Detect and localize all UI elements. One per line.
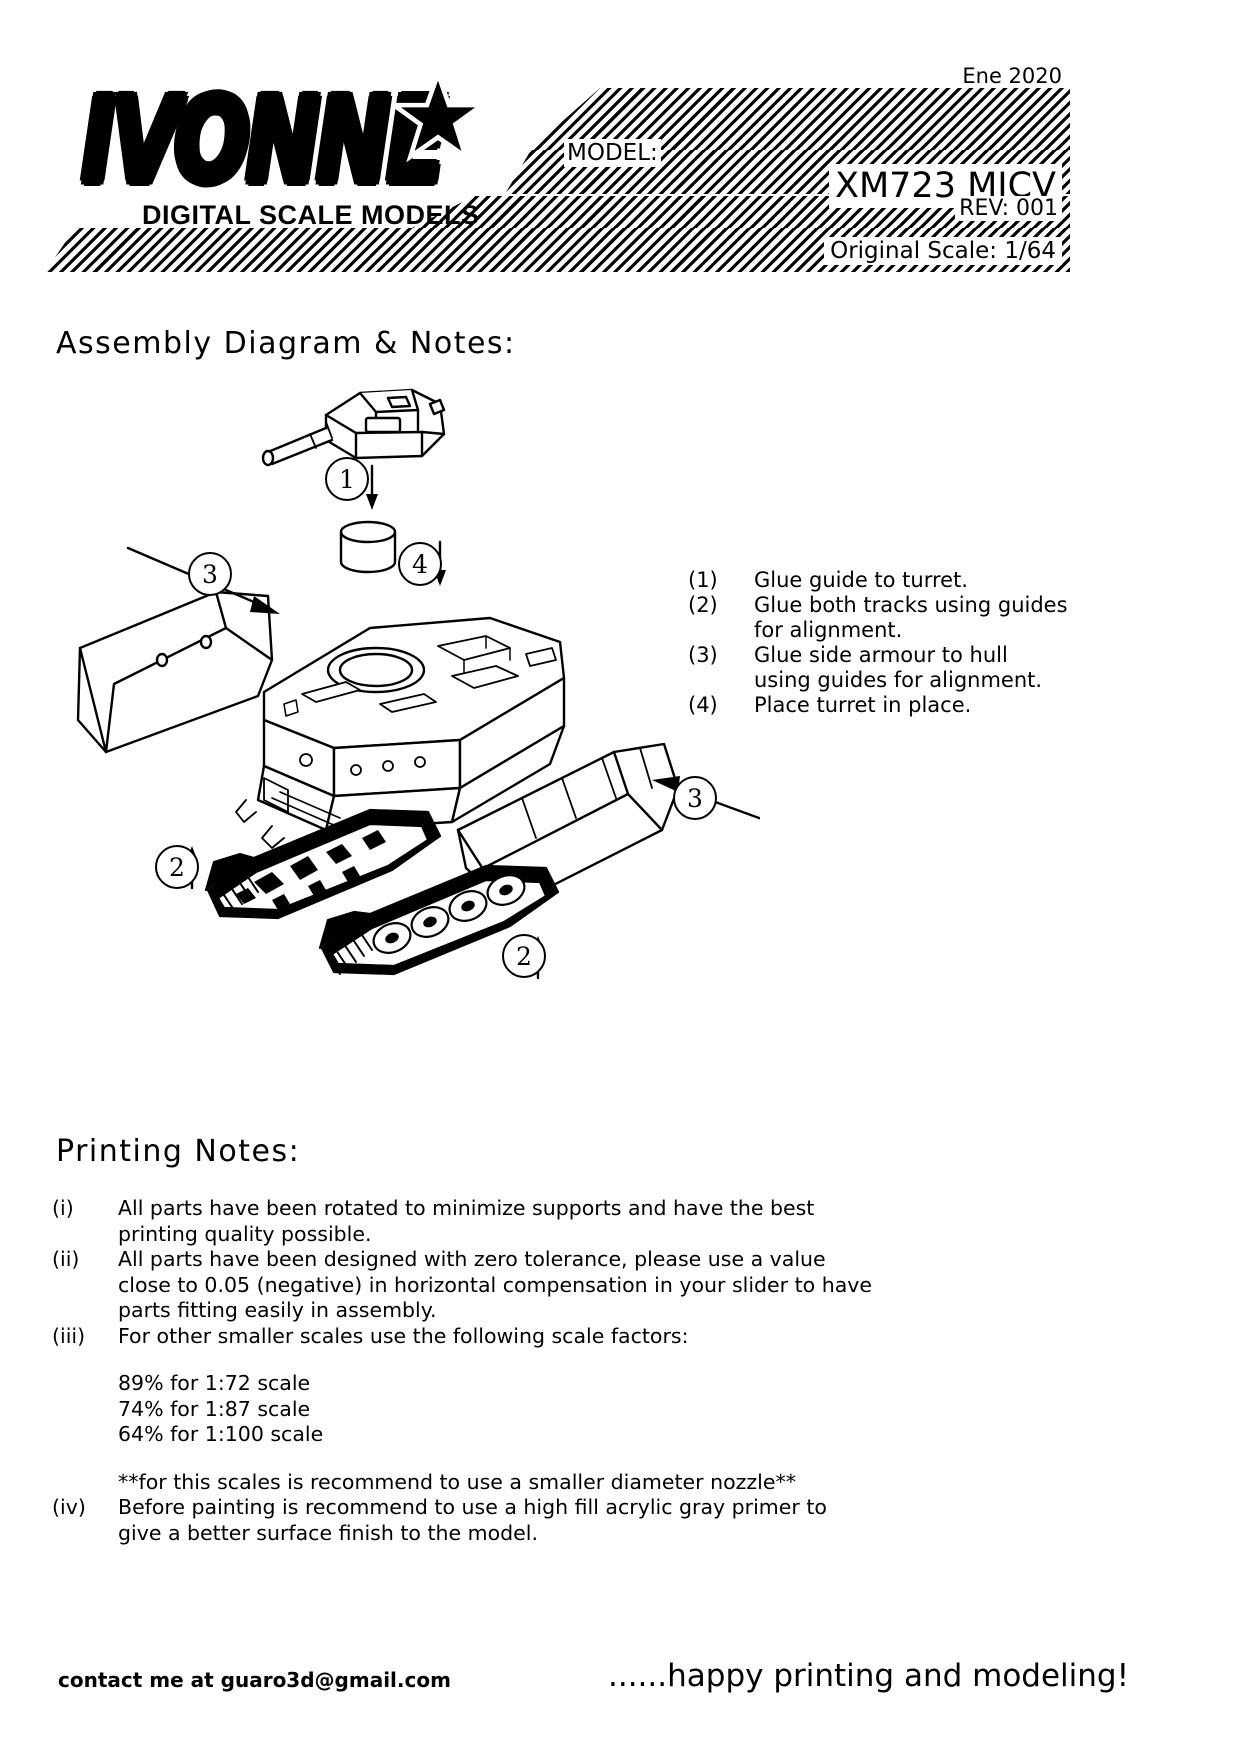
original-scale-label: Original Scale: 1/64 — [824, 237, 1062, 265]
note-text: All parts have been designed with zero t… — [118, 1247, 872, 1322]
callout-step-3-right: 3 — [673, 776, 717, 820]
note-text: All parts have been rotated to minimize … — [118, 1196, 815, 1246]
closing-message: ......happy printing and modeling! — [608, 1658, 1130, 1694]
callout-step-1: 1 — [325, 457, 369, 501]
notes-spacer — [52, 1349, 872, 1371]
hull-part — [235, 616, 566, 849]
step-text: Glue guide to turret. — [754, 568, 968, 592]
step-number: (1) — [688, 568, 718, 592]
callout-step-2-right: 2 — [502, 934, 546, 978]
printing-note-item: (ii) All parts have been designed with z… — [52, 1247, 872, 1324]
side-armour-left-part — [76, 590, 274, 754]
note-number: (iii) — [52, 1323, 86, 1348]
brand-tagline: DIGITAL SCALE MODELS — [142, 200, 480, 230]
assembly-step-item: (1) Glue guide to turret. — [688, 568, 1068, 593]
note-text: Before painting is recommend to use a hi… — [118, 1495, 827, 1545]
printing-note-item: (iv) Before painting is recommend to use… — [52, 1495, 872, 1546]
note-number: (i) — [52, 1196, 74, 1220]
assembly-arrow-1 — [366, 464, 378, 510]
note-text: For other smaller scales use the followi… — [118, 1323, 689, 1348]
model-label: MODEL: — [564, 139, 661, 167]
revision-label: REV: 001 — [955, 196, 1062, 221]
assembly-step-item: (2) Glue both tracks using guides for al… — [688, 593, 1068, 643]
star-icon — [392, 72, 484, 163]
exploded-assembly-diagram — [40, 360, 760, 1020]
scale-factor-line: 89% for 1:72 scale — [118, 1371, 311, 1395]
printing-notes-list: (i) All parts have been rotated to minim… — [52, 1196, 872, 1546]
guide-cylinder-part — [339, 520, 397, 574]
scale-factor-line: 74% for 1:87 scale — [118, 1396, 311, 1421]
assembly-step-item: (4) Place turret in place. — [688, 693, 1068, 718]
assembly-step-item: (3) Glue side armour to hull using guide… — [688, 643, 1068, 693]
note-number: (iv) — [52, 1495, 86, 1519]
document-header: IVONNE DIGITAL SCALE MODELS Ene 2020 MOD… — [0, 0, 1240, 300]
printing-note-item: (iii) For other smaller scales use the f… — [52, 1324, 872, 1350]
document-date: Ene 2020 — [962, 64, 1062, 88]
callout-step-2-left: 2 — [155, 845, 199, 889]
turret-part — [261, 388, 446, 467]
callout-step-3-left: 3 — [188, 552, 232, 596]
brand-wordmark: IVONNE — [80, 72, 448, 211]
scale-factor-line: 64% for 1:100 scale — [118, 1422, 324, 1446]
printing-notes-heading: Printing Notes: — [56, 1134, 301, 1169]
nozzle-recommendation: **for this scales is recommend to use a … — [118, 1469, 796, 1494]
assembly-section-heading: Assembly Diagram & Notes: — [56, 326, 516, 361]
contact-info: contact me at guaro3d@gmail.com — [58, 1668, 451, 1692]
step-text: Glue both tracks using guides for alignm… — [754, 593, 1068, 642]
track-right-part — [318, 864, 560, 976]
notes-spacer — [52, 1448, 872, 1470]
step-number: (4) — [688, 693, 718, 717]
step-text: Glue side armour to hull using guides fo… — [754, 643, 1043, 692]
track-left-part — [204, 808, 442, 920]
note-number: (ii) — [52, 1247, 80, 1271]
assembly-step-list: (1) Glue guide to turret. (2) Glue both … — [688, 568, 1068, 718]
step-text: Place turret in place. — [754, 693, 972, 717]
step-number: (3) — [688, 643, 718, 667]
printing-note-item: (i) All parts have been rotated to minim… — [52, 1196, 872, 1247]
callout-step-4: 4 — [398, 542, 442, 586]
brand-logo: IVONNE DIGITAL SCALE MODELS — [70, 72, 500, 232]
step-number: (2) — [688, 593, 718, 617]
